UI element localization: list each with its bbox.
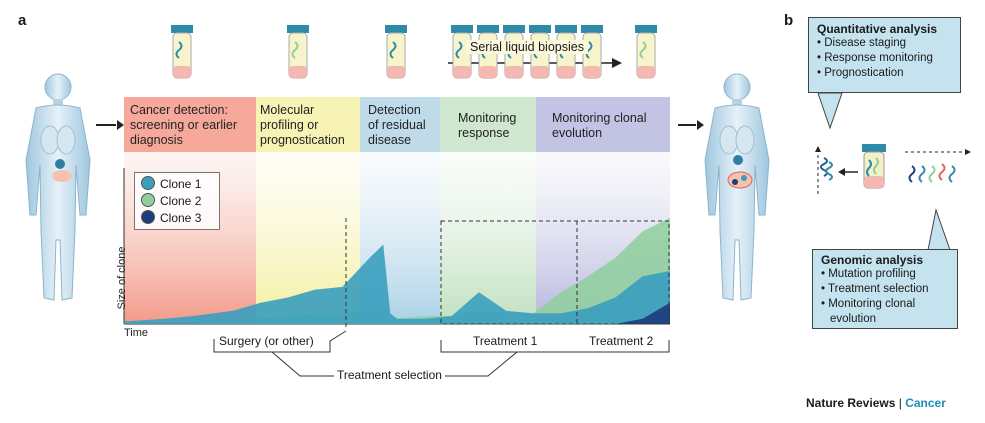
biopsy-tube (287, 25, 309, 79)
clone3-swatch (141, 210, 155, 224)
panel-b-label: b (784, 12, 794, 29)
biopsies-label: Serial liquid biopsies (466, 40, 588, 54)
patient-figure-left (25, 73, 91, 301)
legend-item-clone3: Clone 3 (141, 210, 201, 226)
legend-label-clone1: Clone 1 (160, 177, 202, 191)
patient-figure-right (704, 73, 770, 301)
journal-separator: | (898, 396, 902, 410)
journal-section: Cancer (905, 396, 946, 410)
stage-molecular-profiling: Molecular profiling or prognostication (256, 97, 360, 152)
clone2-swatch (141, 193, 155, 207)
surgery-label: Surgery (or other) (216, 334, 317, 348)
quantitative-item: • Prognostication (817, 67, 904, 79)
treatment1-label: Treatment 1 (470, 334, 541, 348)
stage-clonal-evolution: Monitoring clonal evolution (536, 97, 670, 152)
biopsy-tube (635, 25, 657, 79)
legend: Clone 1 Clone 2 Clone 3 (134, 172, 220, 230)
legend-label-clone2: Clone 2 (160, 194, 202, 208)
quantitative-item: • Response monitoring (817, 52, 933, 64)
panel-b-graphics (815, 92, 971, 251)
stage-cancer-detection: Cancer detection: screening or earlier d… (124, 97, 256, 152)
legend-item-clone1: Clone 1 (141, 176, 201, 192)
area-clone-1 (124, 244, 670, 324)
treatment2-label: Treatment 2 (586, 334, 657, 348)
genomic-item: • Treatment selection (821, 283, 929, 295)
genomic-title: Genomic analysis (821, 253, 924, 267)
stage-residual-disease: Detection of residual disease (360, 97, 440, 152)
biopsy-tubes (171, 25, 657, 79)
stage-strip: Cancer detection: screening or earlier d… (124, 97, 670, 152)
genomic-item: • Mutation profiling (821, 268, 916, 280)
quantitative-callout: Quantitative analysis • Disease staging … (808, 17, 961, 93)
quantitative-item: • Disease staging (817, 37, 907, 49)
biopsy-tube (171, 25, 193, 79)
clone1-swatch (141, 176, 155, 190)
treatment-selection-label: Treatment selection (334, 368, 445, 382)
legend-item-clone2: Clone 2 (141, 193, 201, 209)
x-axis-label: Time (124, 327, 149, 339)
genomic-item: • Monitoring clonal (821, 298, 916, 310)
stage-monitoring-response: Monitoring response (440, 97, 536, 152)
genomic-item: evolution (830, 313, 877, 325)
biopsy-tube (385, 25, 407, 79)
panel-a-label: a (18, 12, 27, 29)
clone-areas (124, 218, 670, 324)
quantitative-title: Quantitative analysis (817, 22, 938, 36)
journal-name: Nature Reviews (806, 396, 896, 410)
y-axis-label: Size of clone (116, 246, 128, 310)
legend-label-clone3: Clone 3 (160, 211, 202, 225)
genomic-callout: Genomic analysis • Mutation profiling • … (812, 249, 958, 329)
journal-credit: Nature Reviews | Cancer (806, 396, 946, 410)
